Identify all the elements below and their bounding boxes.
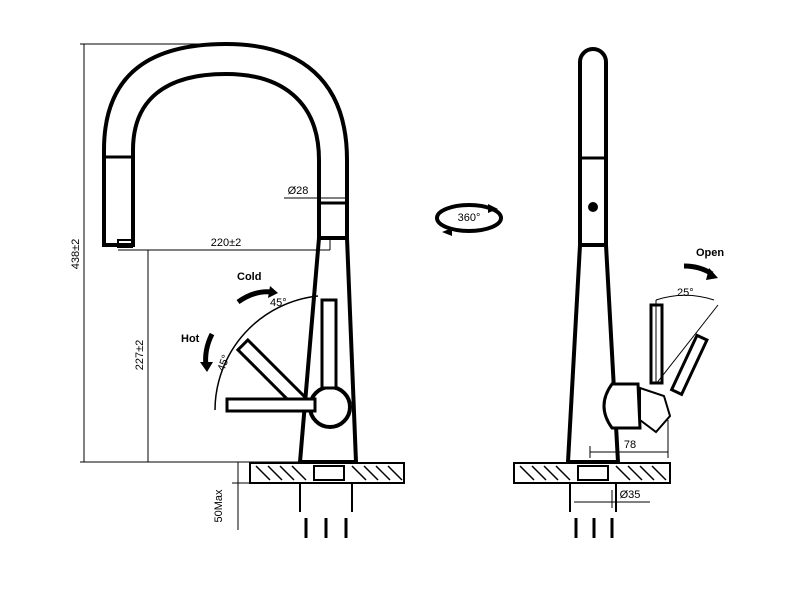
dim-max-thickness xyxy=(232,462,250,530)
hot-angle-label: 45° xyxy=(216,353,233,373)
side-spout-outline xyxy=(578,47,608,247)
side-view: 25° Open 78 Ø3 xyxy=(513,47,724,538)
open-angle-label: 25° xyxy=(677,287,694,299)
dim-overall-height xyxy=(80,43,300,463)
dim-base-depth xyxy=(589,420,669,458)
max-thickness-label: 50Max xyxy=(213,489,225,523)
rotation-arrow-tail-icon xyxy=(442,228,452,236)
open-angle-line xyxy=(655,304,719,385)
front-view: 438±2 227±2 220±2 Ø28 50Max Cold 45° Hot… xyxy=(70,41,405,538)
side-lever-knob xyxy=(639,386,672,434)
open-label: Open xyxy=(696,247,724,259)
open-arrow-icon xyxy=(683,263,714,277)
hot-arrow-icon xyxy=(203,332,215,367)
dim-spout-height xyxy=(118,249,330,462)
side-lever-open xyxy=(669,333,709,397)
open-arrow-head-icon xyxy=(706,268,718,280)
spout-height-label: 227±2 xyxy=(134,340,146,371)
lever-horizontal xyxy=(225,397,317,413)
side-mounting-shank xyxy=(577,465,609,481)
cold-arrow-icon xyxy=(236,289,273,305)
mounting-shank xyxy=(313,465,345,481)
lever-swing-arc xyxy=(214,295,319,411)
supply-hoses xyxy=(304,518,348,538)
countertop-hatch xyxy=(255,465,403,481)
rotation-ellipse xyxy=(435,203,503,233)
cold-angle-label: 45° xyxy=(270,297,287,309)
hot-arrow-head-icon xyxy=(200,362,213,372)
dim-base-diameter xyxy=(574,490,650,508)
spout-outline xyxy=(102,41,349,247)
side-countertop-hatch xyxy=(519,465,667,481)
nozzle-tip xyxy=(117,239,133,248)
base-depth-label: 78 xyxy=(624,439,636,451)
lever-upright xyxy=(320,298,338,390)
spray-button-icon xyxy=(588,202,598,212)
rotation-label: 360° xyxy=(458,212,481,224)
side-cartridge xyxy=(602,382,642,430)
overall-height-label: 438±2 xyxy=(70,239,82,270)
cold-arrow-head-icon xyxy=(268,286,278,298)
base-diameter-label: Ø35 xyxy=(620,489,641,501)
open-angle-arc xyxy=(655,294,715,301)
reach-label: 220±2 xyxy=(211,237,242,249)
hot-label: Hot xyxy=(181,333,200,345)
side-supply-hoses xyxy=(574,518,614,538)
spout-diameter-label: Ø28 xyxy=(288,185,309,197)
rotation-arrow-head-icon xyxy=(488,204,498,213)
side-body-outline xyxy=(565,243,621,464)
rotation-symbol: 360° xyxy=(435,203,503,236)
cold-label: Cold xyxy=(237,271,261,283)
